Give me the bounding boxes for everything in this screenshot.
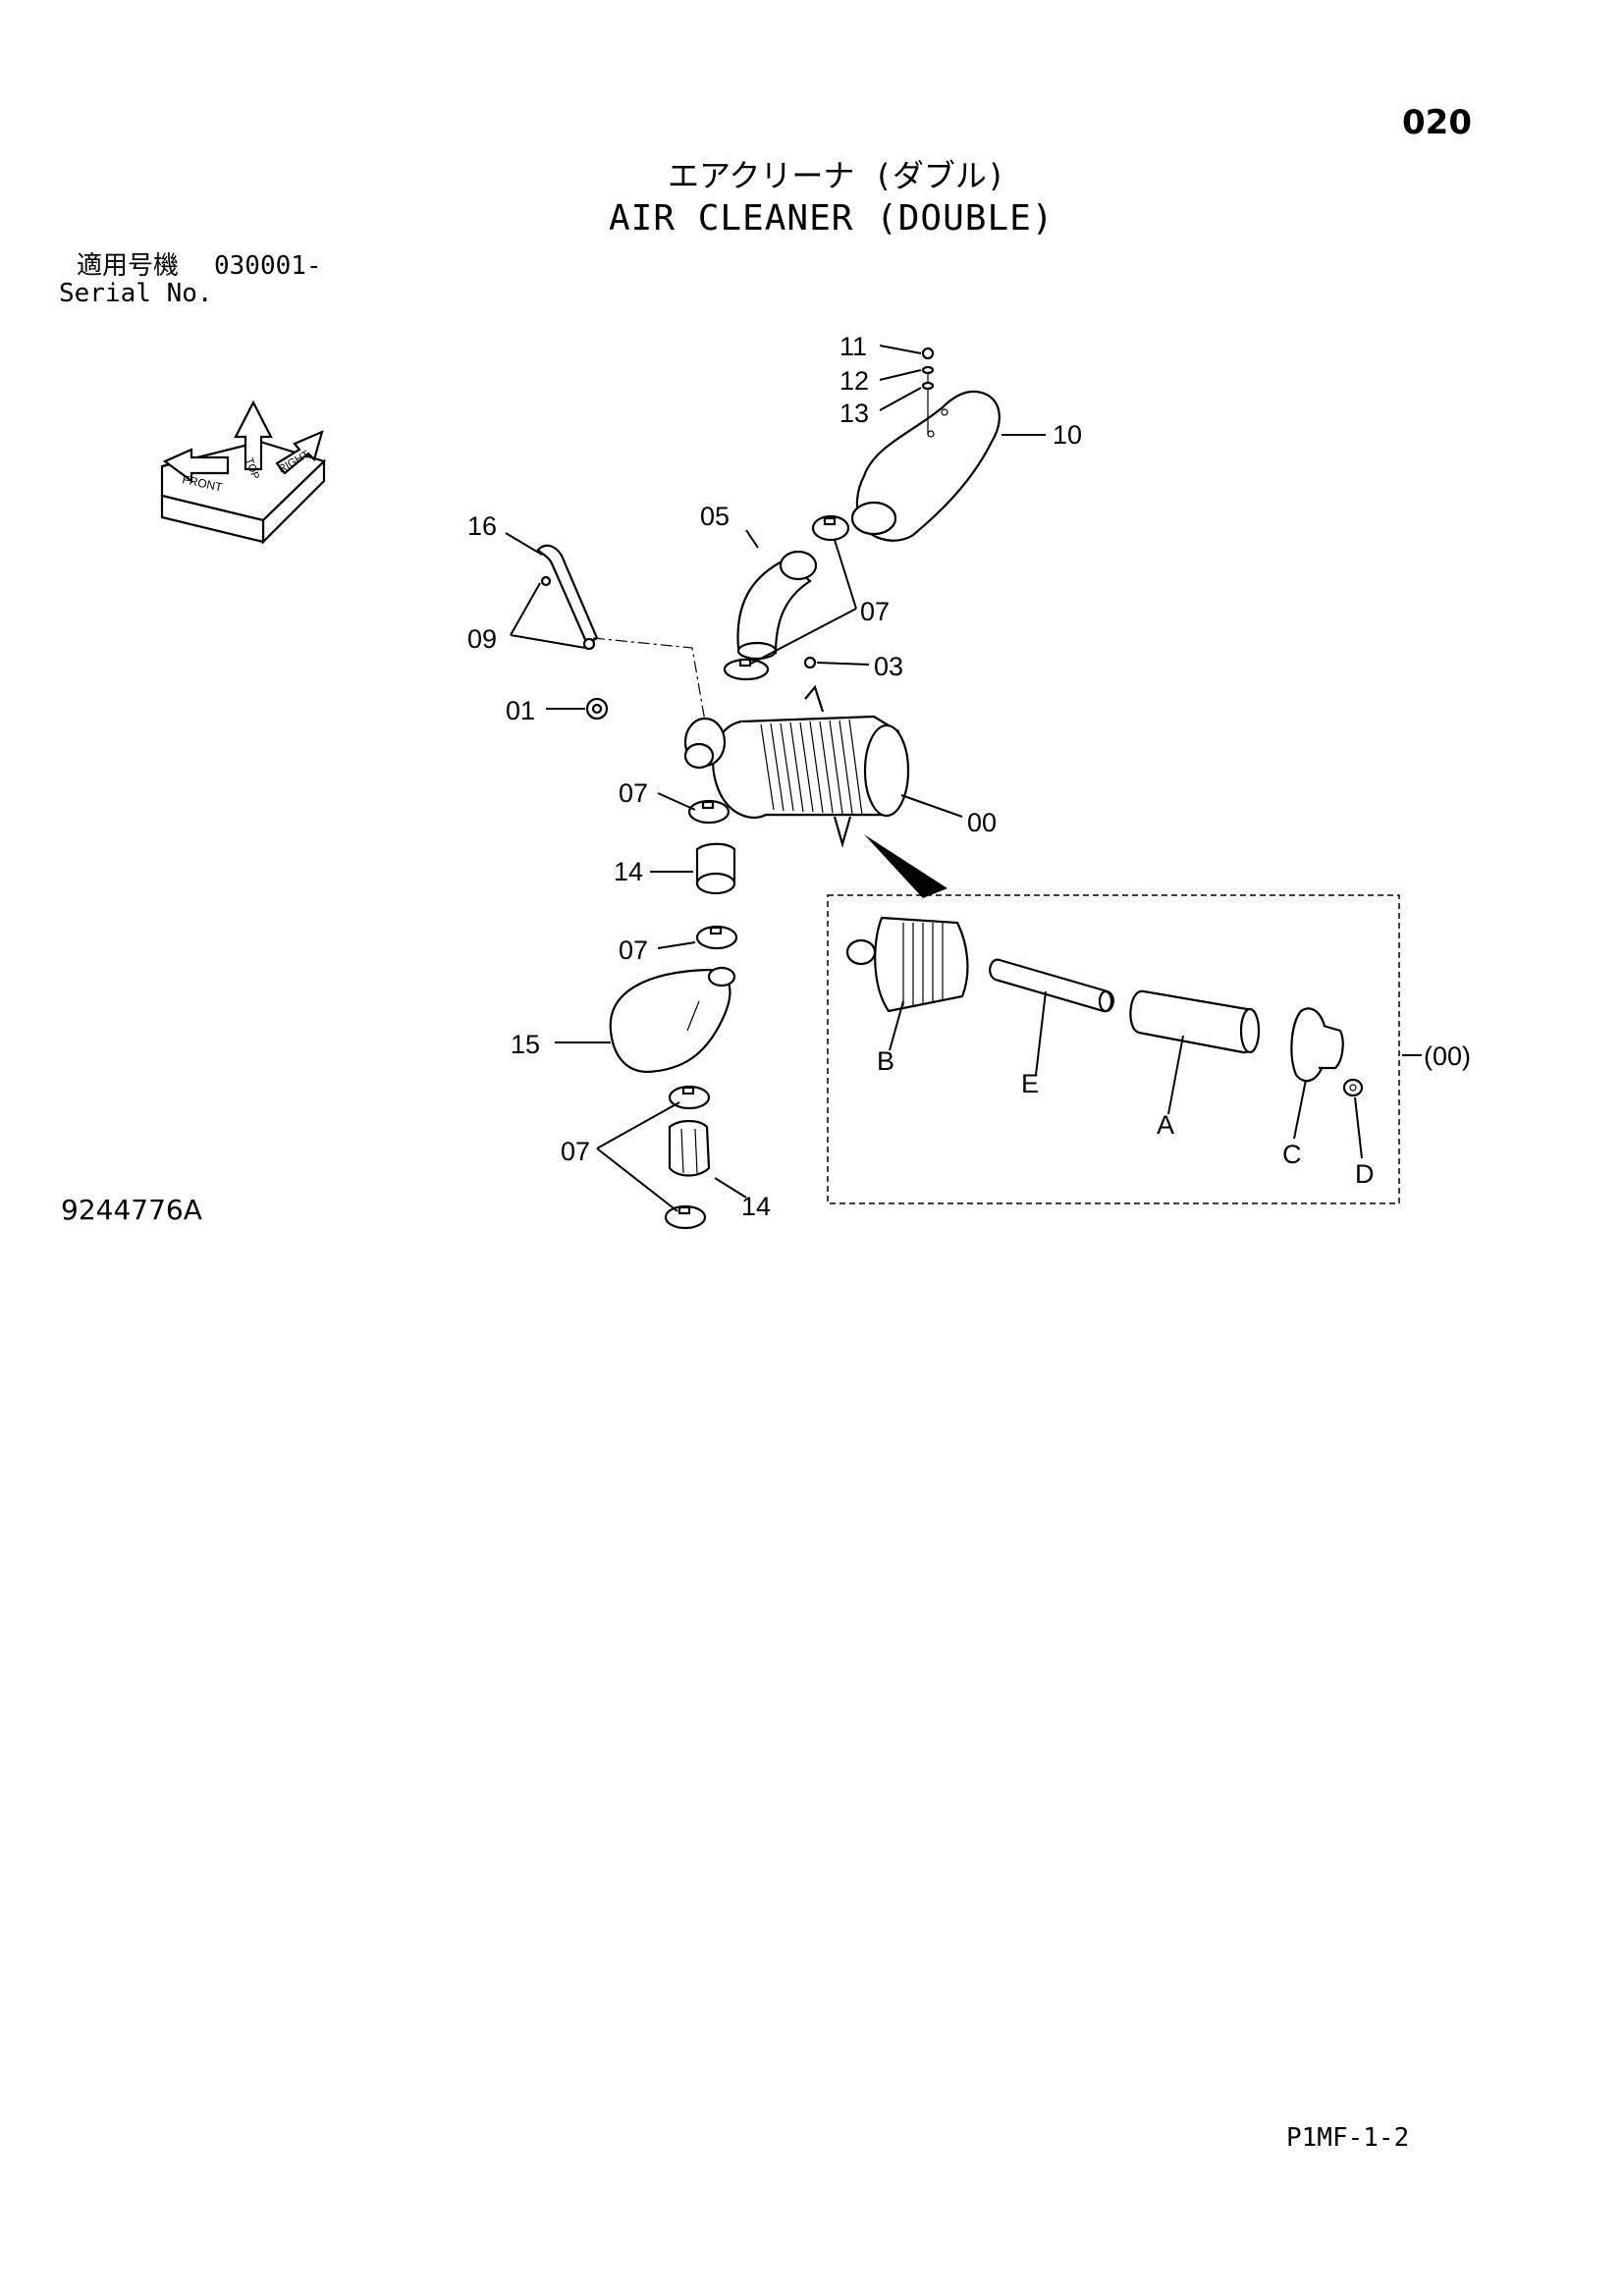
callout-07-mid: 07 <box>619 778 648 808</box>
hose-14-upper <box>695 842 736 895</box>
kit-callout-a: A <box>1157 1110 1174 1140</box>
kit-part-e-inner-element <box>989 958 1114 1013</box>
kit-part-d-valve <box>1342 1078 1364 1097</box>
hose-clamp-07-lower <box>687 799 731 825</box>
drawing-number: 9244776A <box>61 1194 202 1226</box>
callout-16: 16 <box>467 511 497 541</box>
kit-part-c-cover <box>1290 1007 1344 1083</box>
kit-part-a-outer-element <box>1129 989 1261 1054</box>
callout-14-upper: 14 <box>614 857 643 886</box>
air-cleaner-assembly-00 <box>683 684 910 849</box>
callout-07-top: 07 <box>860 597 890 626</box>
callout-00: 00 <box>967 808 997 837</box>
hose-clamp-07-upper-adapter <box>695 925 738 950</box>
air-intake-duct <box>850 373 1001 542</box>
callout-12: 12 <box>839 366 869 396</box>
callout-07-bottom: 07 <box>561 1137 590 1166</box>
reference-line <box>592 637 706 722</box>
kit-callout-d: D <box>1355 1159 1375 1189</box>
callout-kit-00: (00) <box>1424 1041 1471 1071</box>
callout-07-lower: 07 <box>619 935 648 965</box>
kit-callout-e: E <box>1021 1069 1039 1098</box>
page-title-japanese: エアクリーナ (ダブル) <box>668 157 1006 194</box>
hose-clamp-07-top <box>811 514 850 542</box>
callout-05: 05 <box>700 502 730 531</box>
serial-number-value: 030001- <box>214 251 322 281</box>
kit-detail-box <box>827 894 1400 1204</box>
callout-01: 01 <box>506 696 535 725</box>
kit-part-b-body <box>845 916 969 1013</box>
leader-lines <box>505 345 1422 1212</box>
callout-03: 03 <box>874 652 903 681</box>
callout-14-lower: 14 <box>741 1192 771 1221</box>
callout-11: 11 <box>839 332 867 361</box>
serial-label: Serial No. <box>59 279 213 308</box>
kit-callout-c: C <box>1282 1140 1302 1169</box>
washer-13 <box>921 381 935 391</box>
page-number: 020 <box>1402 103 1472 142</box>
hose-clamp-07-mid <box>723 658 770 681</box>
hose-16 <box>536 544 599 651</box>
washer-12 <box>921 365 935 375</box>
callout-13: 13 <box>839 399 869 428</box>
orientation-cube-icon: FRONT TOP RIGHT <box>160 400 327 545</box>
bolt-11 <box>921 347 935 360</box>
callout-10: 10 <box>1053 420 1082 450</box>
serial-label-japanese: 適用号機 <box>77 251 180 281</box>
detail-pointer <box>864 834 947 898</box>
elbow-hose-05 <box>736 550 818 661</box>
pre-cleaner-15 <box>609 966 736 1074</box>
hose-clamp-07-bottom-b <box>664 1204 707 1230</box>
callout-09: 09 <box>467 624 497 654</box>
hose-14-lower <box>668 1119 711 1177</box>
page-title: AIR CLEANER (DOUBLE) <box>609 198 1055 239</box>
callout-15: 15 <box>511 1030 540 1059</box>
nut-01 <box>585 697 609 721</box>
page-code: P1MF-1-2 <box>1286 2123 1410 2153</box>
nut-03 <box>803 656 817 669</box>
kit-callout-b: B <box>877 1046 894 1076</box>
